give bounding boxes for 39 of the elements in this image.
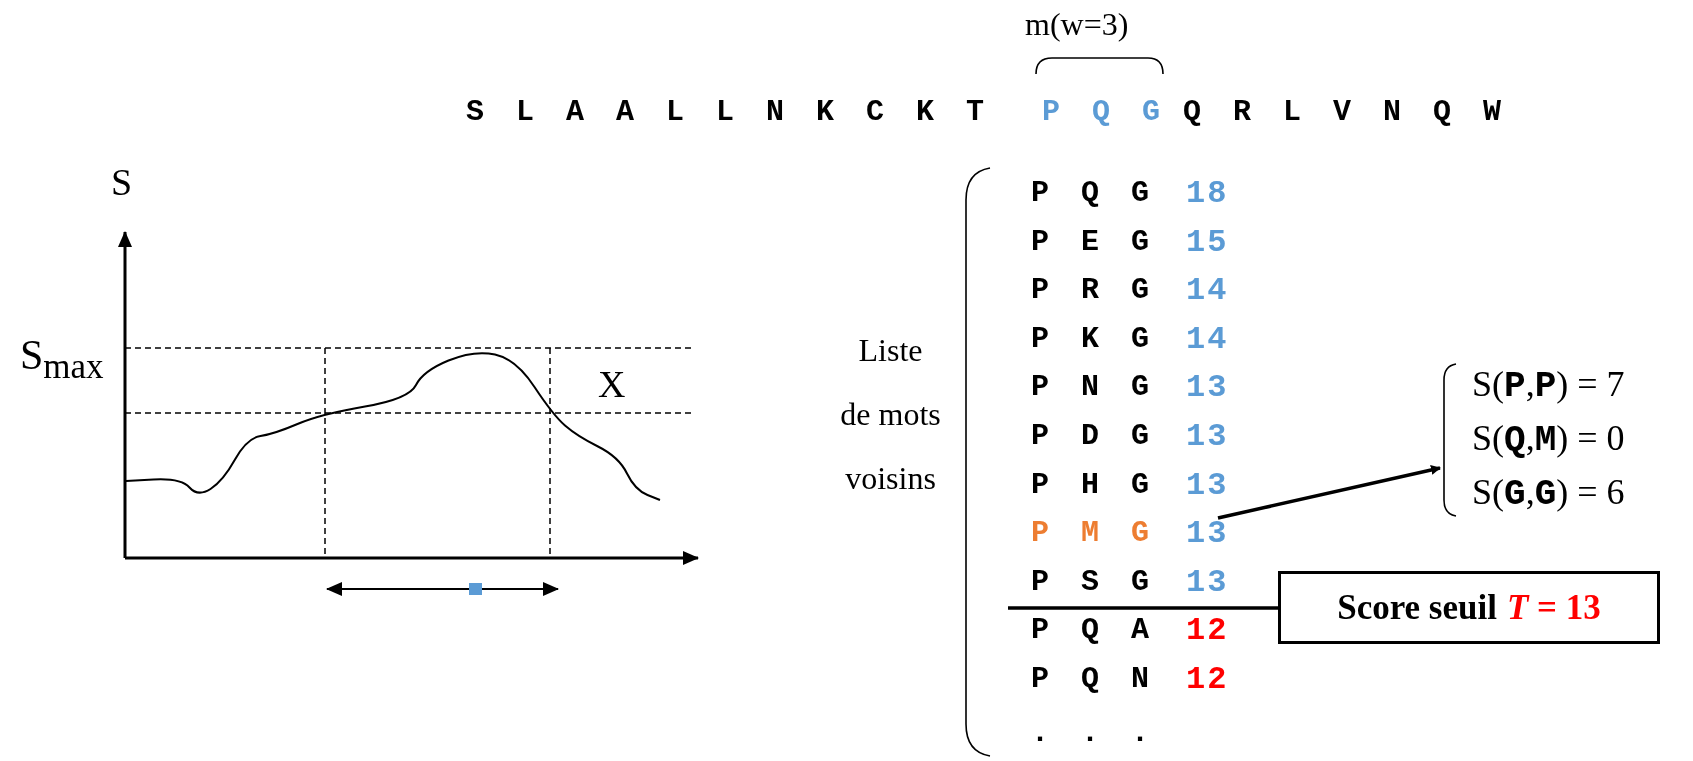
sequence-text: S L A A L L N K C K T <box>466 97 992 127</box>
arrow <box>1217 465 1441 520</box>
word-text: P K G <box>1031 323 1156 354</box>
word-text: P Q N <box>1031 664 1156 694</box>
threshold-label: Score seuil <box>1337 590 1497 625</box>
score-formula: S(P,P) = 7 <box>1472 366 1625 405</box>
region-label: X <box>598 365 626 403</box>
score-value: 14 <box>1186 275 1229 308</box>
score-value: 15 <box>1186 226 1229 259</box>
score-value: 13 <box>1186 421 1229 453</box>
score-value: 13 <box>1186 372 1229 405</box>
word-text: P H G <box>1031 469 1156 500</box>
word-text: P R G <box>1031 275 1156 306</box>
score-value: 13 <box>1186 469 1229 502</box>
sequence-text: Q R L V N Q W <box>1183 97 1509 127</box>
highlighted-word: P Q G <box>1042 97 1167 127</box>
word-text: P E G <box>1031 226 1156 257</box>
threshold-box <box>1278 571 1660 644</box>
score-value: 12 <box>1186 615 1229 648</box>
word-text: P M G <box>1031 518 1156 549</box>
score-formula: S(Q,M) = 0 <box>1472 420 1625 459</box>
axis-label: S$_{max}$ <box>20 334 104 385</box>
score-value: 12 <box>1186 664 1229 696</box>
score-formula: S(G,G) = 6 <box>1472 474 1625 513</box>
score-value: 18 <box>1186 178 1229 210</box>
word-text: P D G <box>1031 421 1156 451</box>
axis-label: S <box>111 163 133 201</box>
word-text: P Q G <box>1031 178 1156 208</box>
threshold-value: T = 13 <box>1506 590 1601 625</box>
word-text: P S G <box>1031 566 1156 597</box>
score-value: 13 <box>1186 518 1229 551</box>
score-value: 14 <box>1186 323 1229 356</box>
list-title: Liste de mots voisins <box>840 331 941 498</box>
score-value: 13 <box>1186 566 1229 599</box>
connector-line <box>1008 606 1278 610</box>
word-text: P N G <box>1031 372 1156 403</box>
ellipsis: . . . <box>1031 718 1156 748</box>
word-text: P Q A <box>1031 615 1156 646</box>
window-label: m(w=3) <box>1025 8 1129 40</box>
